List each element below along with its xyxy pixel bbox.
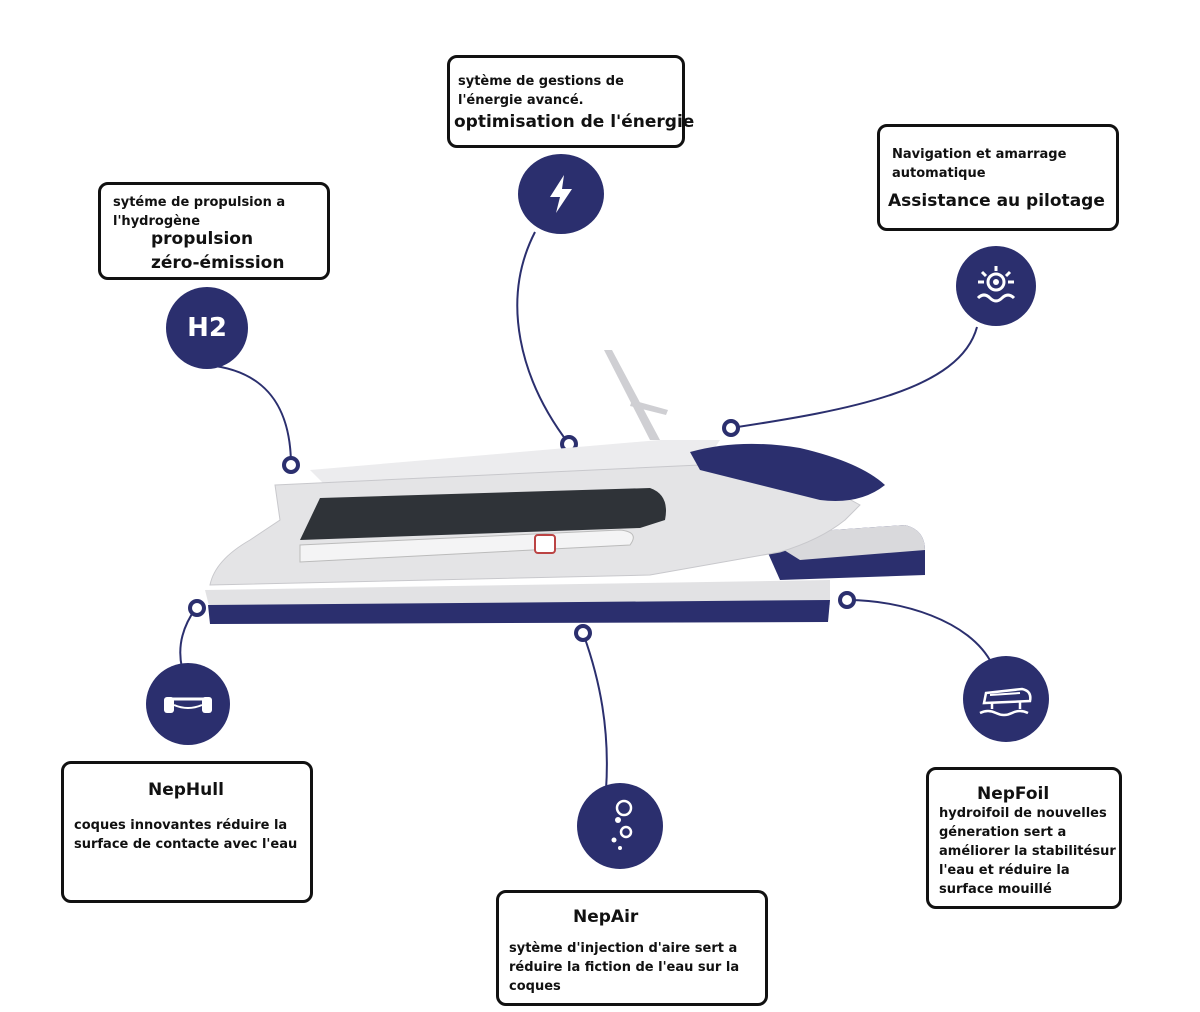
anchor-dot-nepfoil (838, 591, 856, 609)
wire-nepfoil (847, 599, 993, 665)
energie-description-2: l'énergie avancé. (458, 93, 584, 108)
nepair-description-1: sytème d'injection d'aire sert a (509, 941, 738, 956)
pilotage-headline: Assistance au pilotage (888, 191, 1105, 211)
energie-description-1: sytème de gestions de (458, 74, 624, 89)
wire-propulsion (206, 364, 292, 464)
sea-sensor-glyph (976, 266, 1016, 303)
hydrogen-icon-label: H2 (187, 313, 227, 343)
pilotage-description-1: Navigation et amarrage (892, 147, 1067, 162)
pilotage-description-2: automatique (892, 166, 986, 181)
nephull-description-2: surface de contacte avec l'eau (74, 837, 298, 852)
propulsion-headline-2: zéro-émission (151, 253, 285, 273)
anchor-dot-pilotage (722, 419, 740, 437)
anchor-dot-propulsion (282, 456, 300, 474)
sea-sensor-icon (956, 246, 1036, 326)
hydrogen-icon: H2 (166, 287, 248, 369)
nepair-description-3: coques (509, 979, 561, 994)
nephull-title: NepHull (148, 780, 224, 800)
hydrofoil-boat-icon (963, 656, 1049, 742)
anchor-dot-nephull (188, 599, 206, 617)
bubbles-icon (577, 783, 663, 869)
nepair-title: NepAir (573, 907, 639, 927)
callout-propulsion: sytéme de propulsion a l'hydrogène propu… (98, 182, 330, 280)
nepfoil-description-1: hydroifoil de nouvelles (939, 806, 1107, 821)
hull-icon (146, 663, 230, 745)
wire-pilotage (730, 326, 978, 429)
wire-nepair (582, 632, 608, 791)
anchor-dot-nepair (574, 624, 592, 642)
nephull-description-1: coques innovantes réduire la (74, 818, 288, 833)
nepfoil-description-4: l'eau et réduire la (939, 863, 1070, 878)
callout-nepfoil: NepFoil hydroifoil de nouvelles génerati… (926, 767, 1122, 909)
hull-glyph (164, 697, 212, 713)
nepair-description-2: réduire la fiction de l'eau sur la (509, 960, 740, 975)
energie-headline: optimisation de l'énergie (454, 112, 695, 132)
callout-nephull: NepHull coques innovantes réduire la sur… (61, 761, 313, 903)
callout-energie: sytème de gestions de l'énergie avancé. … (447, 55, 695, 148)
nepfoil-description-3: améliorer la stabilitésur (939, 844, 1116, 859)
propulsion-headline-1: propulsion (151, 229, 254, 249)
lightning-glyph (550, 175, 572, 213)
callout-nepair: NepAir sytème d'injection d'aire sert a … (496, 890, 768, 1006)
nepfoil-description-2: géneration sert a (939, 825, 1067, 840)
nepfoil-description-5: surface mouillé (939, 882, 1052, 897)
hydrofoil-boat-glyph (979, 687, 1032, 717)
lightning-icon (518, 154, 604, 234)
propulsion-description: sytéme de propulsion a l'hydrogène (113, 195, 286, 229)
wire-energie (516, 231, 570, 445)
callout-pilotage: Navigation et amarrage automatique Assis… (877, 124, 1119, 231)
bubbles-glyph (611, 799, 633, 850)
nepfoil-title: NepFoil (977, 784, 1050, 804)
